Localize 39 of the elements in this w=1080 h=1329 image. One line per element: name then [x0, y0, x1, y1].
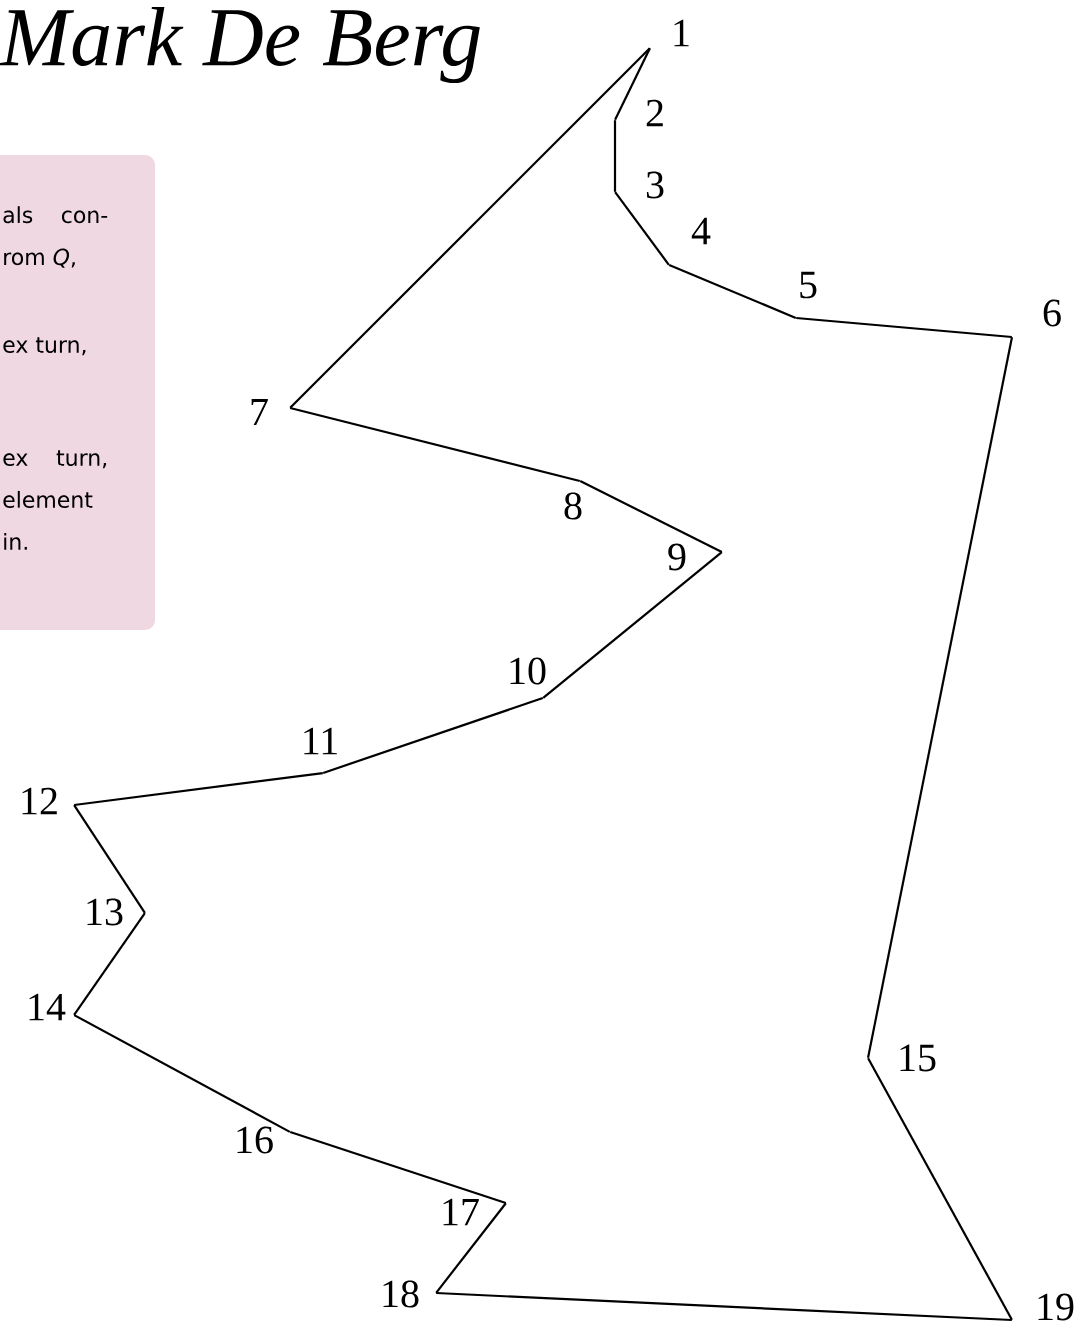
vertex-label: 6	[1043, 299, 1061, 327]
vertex-label: 12	[22, 787, 57, 815]
vertex-label: 4	[691, 217, 711, 245]
vertex-label: 15	[900, 1044, 936, 1072]
polygon-edge	[614, 191, 670, 266]
polygon-edge	[289, 47, 651, 409]
vertex-label: 14	[29, 993, 66, 1021]
vertex-label: 1	[674, 19, 689, 47]
vertex-label: 17	[443, 1198, 479, 1226]
vertex-label: 5	[800, 271, 817, 299]
polygon-edge	[289, 407, 581, 482]
polygon-edge	[614, 47, 651, 121]
vertex-label: 10	[510, 657, 546, 685]
vertex-label: 3	[646, 171, 664, 199]
polygon-edge	[435, 1202, 507, 1294]
polygon-edge	[796, 316, 1012, 339]
polygon-edge	[74, 771, 323, 807]
vertex-label: 9	[668, 543, 686, 571]
polygon-edge	[436, 1291, 1012, 1322]
text-panel: als con- rom Q, ex turn, ex turn, element in.	[0, 155, 155, 630]
vertex-label: 18	[383, 1280, 419, 1308]
polygon-edge	[73, 804, 146, 914]
polygon-edge	[866, 337, 1014, 1059]
polygon-edge	[73, 912, 146, 1016]
polygon-edge	[579, 480, 723, 553]
vertex-label: 16	[237, 1126, 273, 1154]
polygon-edge	[542, 551, 723, 699]
polygon-edge	[613, 120, 617, 192]
polygon-edge	[289, 1131, 507, 1204]
vertex-label: 7	[251, 398, 268, 426]
vertex-label: 2	[646, 99, 663, 127]
vertex-label: 19	[1038, 1293, 1074, 1321]
vertex-label: 13	[87, 898, 123, 926]
vertex-label: 11	[304, 727, 337, 755]
polygon-edge	[73, 1014, 291, 1133]
vertex-label: 8	[564, 492, 582, 520]
polygon-edge	[322, 697, 544, 774]
polygon-edge	[867, 1057, 1013, 1321]
polygon-edge	[668, 264, 797, 319]
